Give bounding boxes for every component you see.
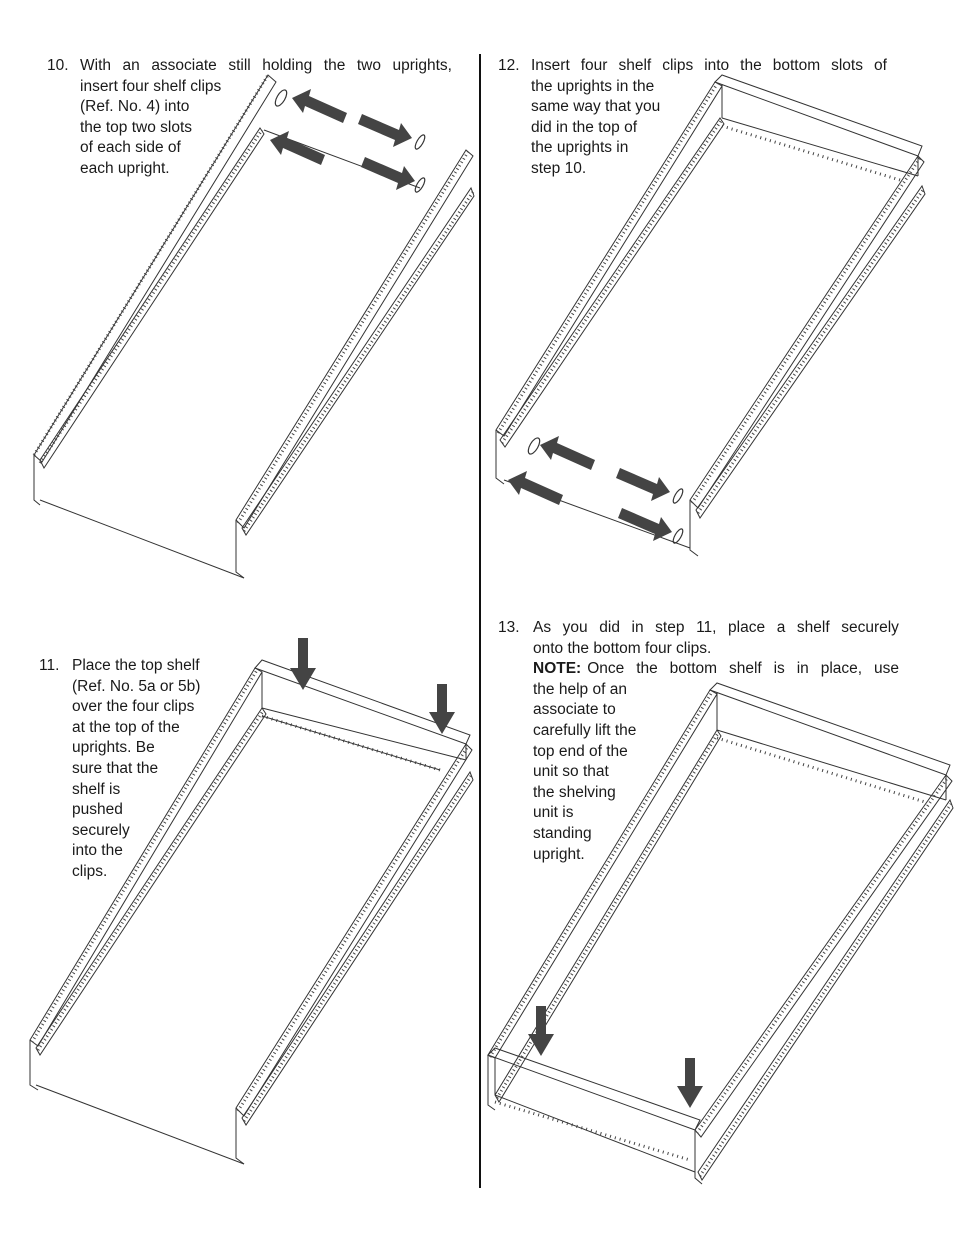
step-13-line: onto the bottom four clips. xyxy=(533,639,712,657)
arrow-down-icon xyxy=(528,1006,703,1108)
step-11-line: shelf is xyxy=(72,780,121,798)
step-13-line: the shelving xyxy=(533,783,616,801)
step-13-line: the help of an xyxy=(533,680,627,698)
step-11-line: (Ref. No. 5a or 5b) xyxy=(72,677,201,695)
step-11-line: uprights. Be xyxy=(72,739,155,757)
step-10-line: each upright. xyxy=(80,159,170,177)
step-11-line: pushed xyxy=(72,801,123,819)
step-13-line: top end of the xyxy=(533,742,628,760)
shelf-clip-icon xyxy=(527,437,541,455)
step-11-line: Place the top shelf xyxy=(72,657,200,674)
step-12-number: 12. xyxy=(498,57,520,74)
step-11-line: over the four clips xyxy=(72,698,195,716)
arrow-icon xyxy=(508,436,672,541)
left-upright-rail xyxy=(33,74,277,463)
step-12-line: the uprights in the xyxy=(531,77,655,95)
step-13-line: upright. xyxy=(533,845,585,863)
step-11-line: securely xyxy=(72,821,130,839)
step-11-line: clips. xyxy=(72,862,108,880)
note-label: NOTE: xyxy=(533,660,582,678)
step-12-line: did in the top of xyxy=(531,118,637,136)
step-12-line: the uprights in xyxy=(531,139,629,157)
step-10-number: 10. xyxy=(47,57,69,74)
arrow-down-icon xyxy=(290,638,455,734)
step-11-line: sure that the xyxy=(72,759,159,777)
step-13-number: 13. xyxy=(498,619,520,636)
step-10-line: the top two slots xyxy=(80,118,193,136)
step-11-line: into the xyxy=(72,842,123,860)
step-13-line: standing xyxy=(533,824,592,842)
step-11-text: 11. Place the top shelf (Ref. No. 5a or … xyxy=(39,656,239,886)
step-13-line: unit so that xyxy=(533,763,609,781)
step-13-line: carefully lift the xyxy=(533,721,637,739)
arrow-icon xyxy=(270,89,415,190)
step-10-line: (Ref. No. 4) into xyxy=(80,98,190,116)
step-11-line: at the top of the xyxy=(72,718,180,736)
step-10-line: insert four shelf clips xyxy=(80,77,222,95)
step-12-line: step 10. xyxy=(531,159,587,177)
page-divider xyxy=(479,54,481,1188)
step-12-line: same way that you xyxy=(531,98,661,116)
shelf-clip-icon xyxy=(672,488,684,504)
step-10-line: of each side of xyxy=(80,139,181,157)
shelf-clip-icon xyxy=(274,89,288,107)
step-11-number: 11. xyxy=(39,657,60,674)
step-13-line: unit is xyxy=(533,804,574,822)
shelf-clip-icon xyxy=(672,528,684,544)
step-13-line: associate to xyxy=(533,701,616,719)
shelf-clip-icon xyxy=(414,134,426,150)
shelf-clip-icon xyxy=(414,177,426,193)
